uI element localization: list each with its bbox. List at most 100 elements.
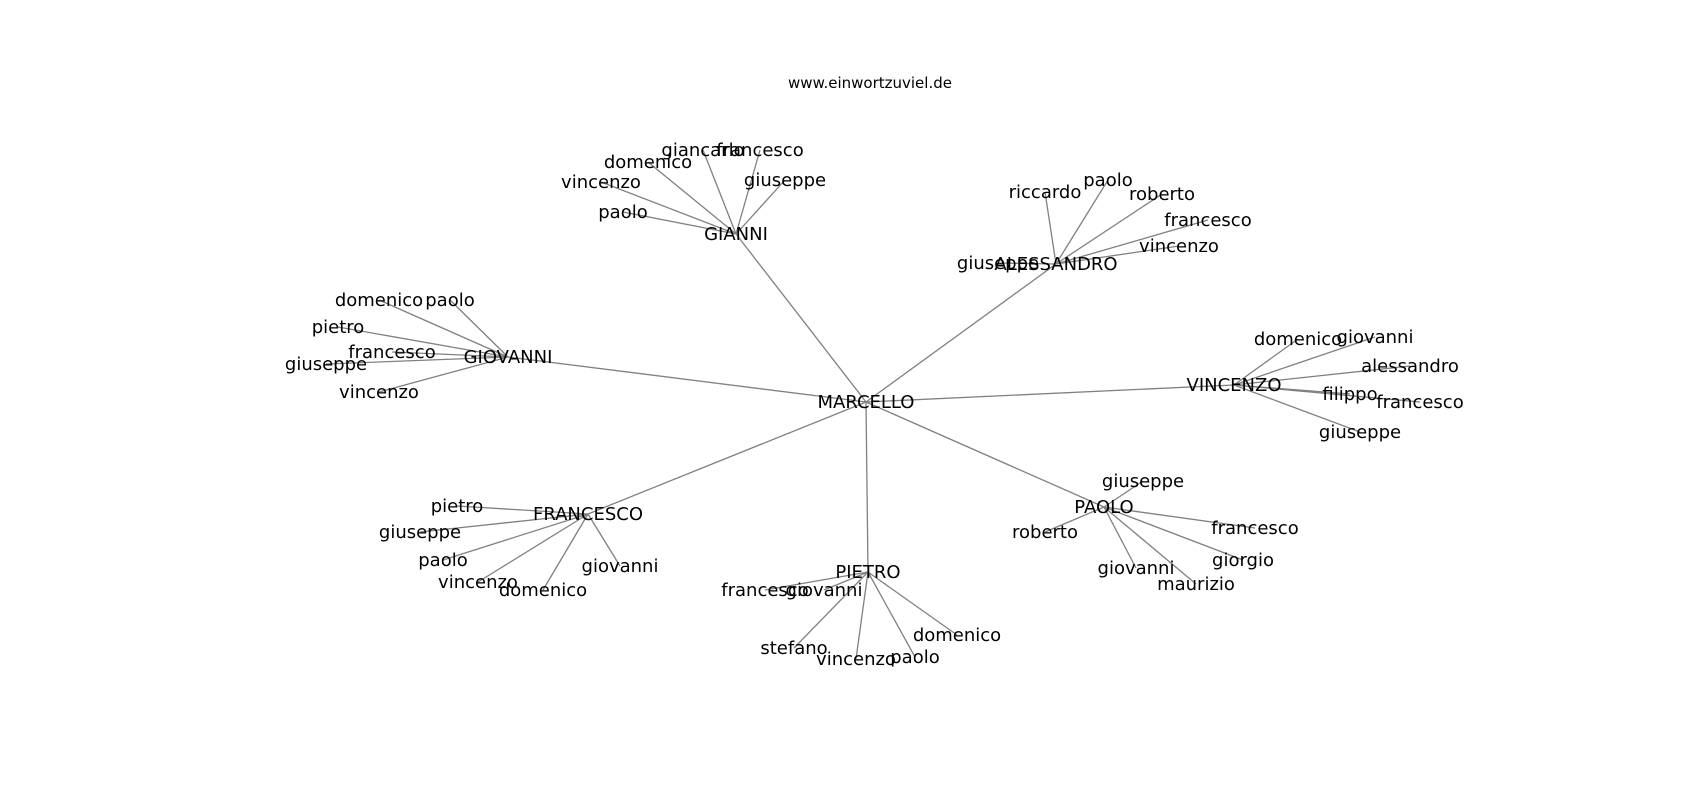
leaf-node-domenico: domenico [335, 290, 423, 311]
edge-francesco-giuseppe [419, 513, 589, 533]
edge-francesco-domenico [542, 513, 589, 591]
edge-paolo-francesco [1103, 506, 1256, 529]
edge-paolo-maurizio [1103, 506, 1197, 585]
edge-francesco-paolo [442, 513, 589, 561]
edge-giovanni-pietro [337, 326, 509, 358]
leaf-node-giuseppe: giuseppe [1102, 471, 1184, 492]
edge-paolo-roberto [1044, 506, 1105, 533]
edge-alessandro-paolo [1055, 179, 1109, 265]
graph-edges [325, 149, 1421, 660]
edge-vincenzo-alessandro [1233, 365, 1411, 386]
edge-root-pietro [865, 401, 869, 573]
edge-giovanni-paolo [449, 299, 509, 358]
edge-giovanni-domenico [378, 299, 509, 358]
page-title: www.einwortzuviel.de [788, 74, 952, 92]
edge-alessandro-giuseppe [997, 262, 1057, 265]
leaf-node-paolo: paolo [1083, 170, 1132, 191]
edge-root-alessandro [865, 263, 1057, 403]
edge-vincenzo-domenico [1233, 338, 1299, 386]
leaf-node-vincenzo: vincenzo [438, 572, 518, 593]
leaf-node-giancarlo: giancarlo [661, 140, 744, 161]
edge-pietro-francesco [764, 571, 869, 591]
edge-root-francesco [587, 401, 867, 515]
edge-gianni-paolo [622, 211, 737, 235]
hub-node-francesco: FRANCESCO [533, 504, 643, 525]
edge-giovanni-francesco [391, 351, 509, 358]
leaf-node-vincenzo: vincenzo [816, 649, 896, 670]
leaf-node-giovanni: giovanni [1337, 327, 1414, 348]
edge-giovanni-giuseppe [325, 356, 509, 365]
leaf-node-paolo: paolo [890, 647, 939, 668]
leaf-node-paolo: paolo [418, 550, 467, 571]
leaf-node-roberto: roberto [1129, 184, 1195, 205]
leaf-node-giuseppe: giuseppe [1319, 422, 1401, 443]
leaf-node-giorgio: giorgio [1212, 550, 1274, 571]
hub-node-alessandro: ALESSANDRO [994, 254, 1117, 275]
leaf-node-giovanni: giovanni [582, 556, 659, 577]
hub-node-pietro: PIETRO [835, 562, 900, 583]
leaf-node-giuseppe: giuseppe [957, 253, 1039, 274]
hub-node-vincenzo: VINCENZO [1187, 375, 1282, 396]
edge-paolo-giovanni [1103, 506, 1137, 569]
root-node: MARCELLO [818, 392, 915, 413]
hub-node-gianni: GIANNI [704, 224, 768, 245]
leaf-node-francesco: francesco [348, 342, 435, 363]
edge-root-paolo [865, 401, 1105, 508]
leaf-node-giovanni: giovanni [786, 580, 863, 601]
edge-pietro-giovanni [823, 571, 869, 591]
leaf-node-pietro: pietro [312, 317, 365, 338]
leaf-node-domenico: domenico [1254, 329, 1342, 350]
edge-giovanni-vincenzo [378, 356, 509, 393]
edge-gianni-domenico [647, 161, 737, 235]
leaf-node-paolo: paolo [425, 290, 474, 311]
leaf-node-francesco: francesco [1211, 518, 1298, 539]
leaf-node-maurizio: maurizio [1157, 574, 1235, 595]
leaf-node-francesco: francesco [1164, 210, 1251, 231]
edge-pietro-paolo [867, 571, 916, 658]
edge-alessandro-francesco [1055, 219, 1209, 265]
edge-vincenzo-giovanni [1233, 336, 1376, 386]
leaf-node-pietro: pietro [431, 496, 484, 517]
leaf-node-giovanni: giovanni [1098, 558, 1175, 579]
leaf-node-stefano: stefano [760, 638, 827, 659]
hub-node-giovanni: GIOVANNI [464, 347, 553, 368]
edge-paolo-giuseppe [1103, 480, 1144, 508]
edge-alessandro-vincenzo [1055, 245, 1180, 265]
graph-labels: MARCELLOGIANNIgiancarlofrancescodomenico… [285, 140, 1464, 670]
leaf-node-roberto: roberto [1012, 522, 1078, 543]
edge-root-gianni [735, 233, 867, 403]
edge-paolo-giorgio [1103, 506, 1244, 561]
edge-alessandro-riccardo [1044, 191, 1057, 265]
leaf-node-paolo: paolo [598, 202, 647, 223]
leaf-node-giuseppe: giuseppe [744, 170, 826, 191]
edge-alessandro-roberto [1055, 193, 1163, 265]
edge-francesco-vincenzo [477, 513, 589, 583]
leaf-node-giuseppe: giuseppe [285, 354, 367, 375]
edge-pietro-stefano [793, 571, 869, 649]
leaf-node-filippo: filippo [1322, 384, 1377, 405]
leaf-node-domenico: domenico [604, 152, 692, 173]
leaf-node-riccardo: riccardo [1009, 182, 1082, 203]
edge-pietro-domenico [867, 571, 958, 636]
edge-vincenzo-giuseppe [1233, 384, 1361, 433]
edge-root-vincenzo [865, 384, 1235, 403]
leaf-node-vincenzo: vincenzo [561, 172, 641, 193]
leaf-node-francesco: francesco [1376, 392, 1463, 413]
edge-francesco-giovanni [587, 513, 621, 567]
leaf-node-alessandro: alessandro [1361, 356, 1459, 377]
leaf-node-vincenzo: vincenzo [339, 382, 419, 403]
leaf-node-domenico: domenico [499, 580, 587, 601]
hub-node-paolo: PAOLO [1074, 497, 1133, 518]
leaf-node-giuseppe: giuseppe [379, 522, 461, 543]
leaf-node-francesco: francesco [721, 580, 808, 601]
leaf-node-francesco: francesco [716, 140, 803, 161]
edge-gianni-vincenzo [600, 181, 737, 235]
edge-gianni-francesco [735, 149, 761, 235]
leaf-node-domenico: domenico [913, 625, 1001, 646]
edge-gianni-giuseppe [735, 179, 786, 235]
edge-vincenzo-francesco [1233, 384, 1421, 403]
edge-pietro-vincenzo [855, 571, 869, 660]
leaf-node-vincenzo: vincenzo [1139, 236, 1219, 257]
edge-root-giovanni [507, 356, 867, 403]
